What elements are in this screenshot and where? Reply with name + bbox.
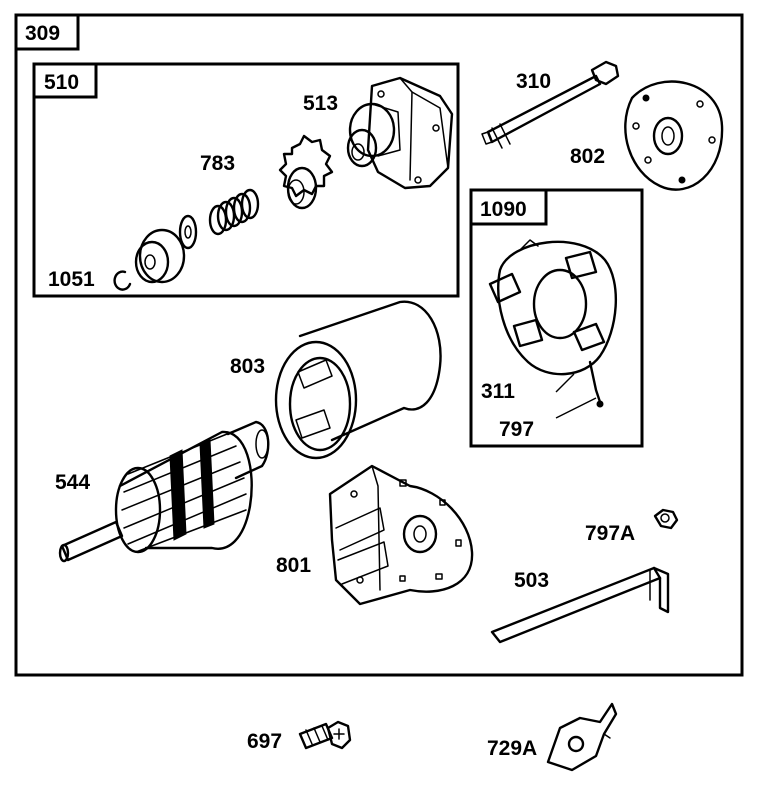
label-310: 310 (516, 70, 551, 93)
end-cap-802 (624, 80, 724, 191)
mounting-bracket-801 (328, 464, 474, 606)
subassembly-510-frame (32, 62, 460, 298)
screw-697 (298, 720, 352, 750)
label-513: 513 (303, 92, 338, 115)
label-544: 544 (55, 471, 90, 494)
pinion-gear-783 (278, 134, 334, 210)
assembly-label: 309 (25, 22, 60, 45)
subassembly-510-label: 510 (44, 71, 79, 94)
strap-503 (490, 566, 670, 644)
spring (208, 188, 260, 236)
label-1051: 1051 (48, 268, 95, 291)
brush-holder-1090 (488, 239, 618, 408)
label-802: 802 (570, 145, 605, 168)
label-797a: 797A (585, 522, 635, 545)
subassembly-510-label-box (32, 62, 98, 99)
stop-collar (134, 228, 186, 284)
label-697: 697 (247, 730, 282, 753)
assembly-frame (14, 13, 744, 677)
label-797: 797 (499, 418, 534, 441)
subassembly-1090-frame (469, 188, 644, 448)
label-801: 801 (276, 554, 311, 577)
clip-729a (546, 702, 618, 772)
retaining-ring-1051 (113, 270, 132, 291)
drive-housing-513 (346, 76, 454, 190)
label-783: 783 (200, 152, 235, 175)
label-503: 503 (514, 569, 549, 592)
through-bolt-310 (481, 60, 620, 149)
subassembly-1090-label: 1090 (480, 198, 527, 221)
label-729a: 729A (487, 737, 537, 760)
washer (178, 214, 198, 250)
subassembly-1090-label-box (469, 188, 548, 226)
nut-797a (653, 508, 679, 530)
leader-797 (555, 397, 597, 419)
label-803: 803 (230, 355, 265, 378)
leader-311 (555, 373, 575, 393)
armature-544 (58, 420, 270, 563)
label-311: 311 (481, 380, 515, 403)
motor-housing-803 (274, 300, 442, 460)
assembly-label-box (14, 13, 80, 51)
